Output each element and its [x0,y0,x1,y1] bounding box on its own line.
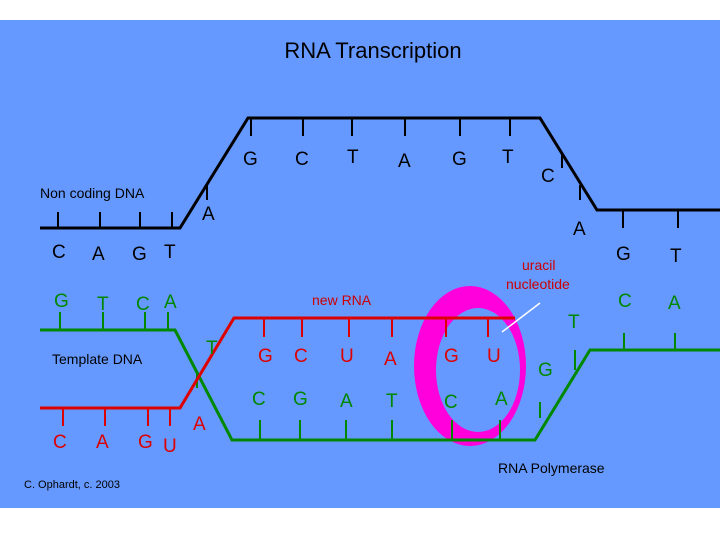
base-letter: G [258,346,273,367]
uracil-pointer-line [501,302,541,333]
base-letter: U [163,436,177,457]
base-letter: A [495,389,508,410]
base-letter: A [573,219,586,240]
base-letter: C [136,294,150,315]
template-bases: G T C A T C G A T C A G T C A [54,291,681,413]
noncoding-dna-label: Non coding DNA [40,185,145,201]
base-letter: A [92,244,105,265]
base-letter: C [52,242,66,263]
uracil-label-line1: uracil [522,257,555,273]
rna-backbone [40,316,515,410]
base-letter: G [243,149,258,170]
base-letter: G [444,346,459,367]
base-letter: C [53,432,67,453]
base-letter: U [340,346,354,367]
template-dna-label: Template DNA [52,351,143,367]
base-letter: A [164,292,177,313]
base-letter: C [295,149,309,170]
base-letter: G [538,360,553,381]
base-letter: C [294,346,308,367]
base-letter: C [252,389,266,410]
base-letter: U [487,346,501,367]
base-letter: T [670,246,682,267]
diagram-title: RNA Transcription [284,38,461,63]
base-letter: T [97,294,109,315]
uracil-label-line2: nucleotide [506,276,570,292]
base-letter: T [206,338,218,359]
new-rna-label: new RNA [312,292,372,308]
base-letter: C [618,291,632,312]
base-letter: G [138,432,153,453]
base-letter: A [340,391,353,412]
rna-polymerase-label: RNA Polymerase [498,460,605,476]
credit-text: C. Ophardt, c. 2003 [24,479,120,491]
base-letter: G [616,244,631,265]
highlight-ellipse-inner [436,308,520,432]
noncoding-dna-strand [40,116,720,230]
base-letter: A [96,432,109,453]
base-letter: T [164,242,176,263]
base-letter: A [398,151,411,172]
rna-bases: C A G U A G C U A G U [53,346,501,457]
base-letter: C [541,166,555,187]
base-letter: A [384,349,397,370]
base-letter: G [452,149,467,170]
base-letter: A [193,414,206,435]
template-dna-strand [40,328,720,442]
base-letter: A [668,293,681,314]
noncoding-backbone [40,116,720,230]
base-letter: C [444,392,458,413]
template-backbone-left [40,328,720,442]
base-letter: G [293,389,308,410]
uracil-highlight-ring [414,286,526,446]
base-letter: G [54,291,69,312]
base-letter: A [202,204,215,225]
rna-strand [40,316,515,410]
noncoding-ticks [57,118,679,228]
base-letter: T [347,147,359,168]
base-letter: T [502,147,514,168]
base-letter: T [568,312,580,333]
base-letter: T [386,391,398,412]
background-panel [0,20,720,508]
noncoding-bases: C A G T A G C T A G T C A G T [52,147,682,267]
base-letter: G [132,244,147,265]
